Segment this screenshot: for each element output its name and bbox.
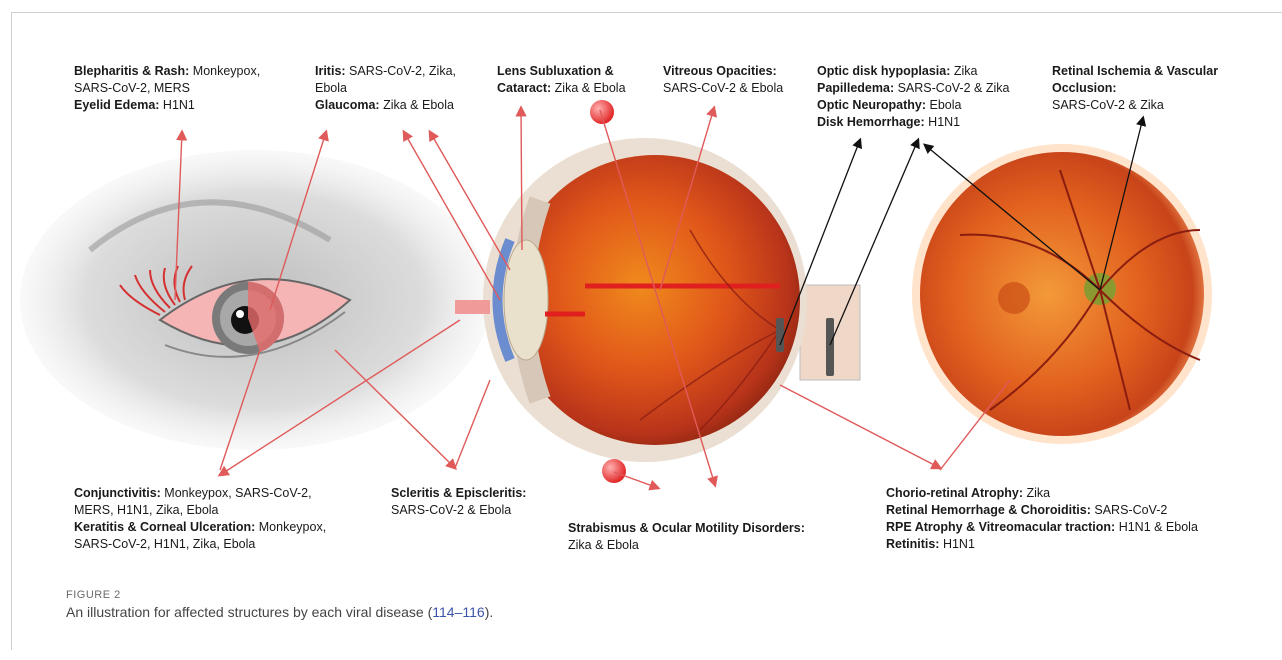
- label-conjunctivitis: Conjunctivitis: Monkeypox, SARS-CoV-2, M…: [74, 485, 326, 553]
- label-lens: Lens Subluxation & Cataract: Zika & Ebol…: [497, 63, 626, 97]
- external-eye: [20, 150, 490, 450]
- fundus-photo: [912, 144, 1212, 444]
- figure-number: FIGURE 2: [66, 589, 121, 601]
- citation-link[interactable]: 114–116: [432, 604, 484, 620]
- label-blepharitis: Blepharitis & Rash: Monkeypox, SARS-CoV-…: [74, 63, 260, 114]
- label-vitreous: Vitreous Opacities: SARS-CoV-2 & Ebola: [663, 63, 783, 97]
- label-chorio-retinal: Chorio-retinal Atrophy: Zika Retinal Hem…: [886, 485, 1198, 553]
- label-strabismus: Strabismus & Ocular Motility Disorders: …: [568, 520, 805, 554]
- figure-caption: An illustration for affected structures …: [66, 604, 493, 620]
- label-scleritis: Scleritis & Episcleritis: SARS-CoV-2 & E…: [391, 485, 526, 519]
- label-retinal-ischemia: Retinal Ischemia & Vascular Occlusion: S…: [1052, 63, 1218, 114]
- label-iritis-glaucoma: Iritis: SARS-CoV-2, Zika, Ebola Glaucoma…: [315, 63, 456, 114]
- label-optic: Optic disk hypoplasia: Zika Papilledema:…: [817, 63, 1009, 131]
- sagittal-eyeball: [455, 100, 860, 483]
